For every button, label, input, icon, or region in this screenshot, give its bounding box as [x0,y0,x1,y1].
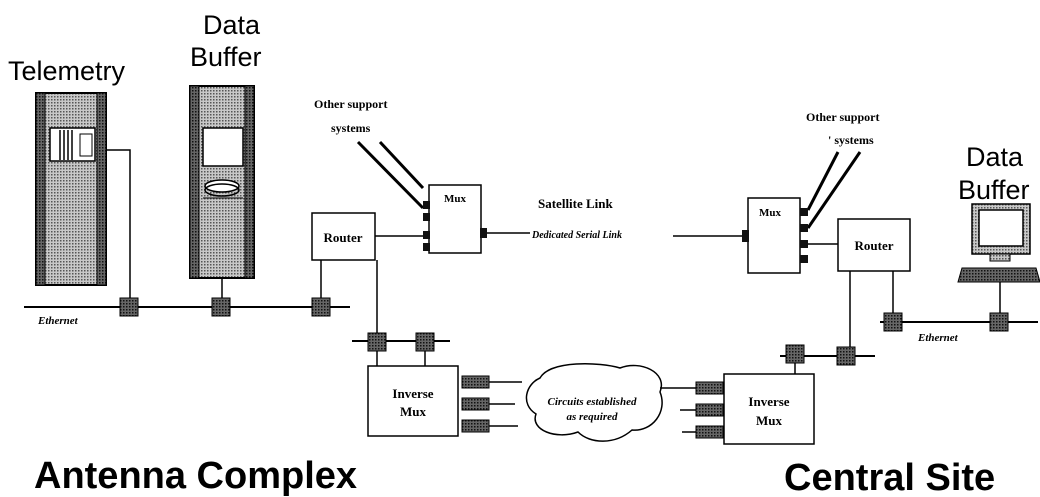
mux-left [428,184,482,254]
router-right [837,218,911,272]
inverse-mux-left-port-1 [461,375,490,389]
telemetry-rack [35,92,131,286]
transceiver-right-lower-1 [785,344,805,364]
workstation-data-buffer [957,203,1040,322]
data-buffer-rack [189,85,255,279]
inverse-mux-right-port-1 [695,381,724,395]
inverse-mux-right-port-2 [695,403,724,417]
circuit-cloud [525,362,663,442]
dedicated-serial-link-label: Dedicated Serial Link [531,230,622,241]
transceiver-right-lower-2 [836,346,856,366]
data-buffer-label-left-2: Buffer [190,42,262,72]
cloud-label-1: Circuits established [548,396,637,408]
transceiver-left-lower-1 [367,332,387,352]
inverse-mux-left-port-2 [461,397,490,411]
transceiver-left-lower-2 [415,332,435,352]
telemetry-label: Telemetry [8,56,126,86]
transceiver-data-buffer [211,297,231,317]
cloud-label-2: as required [566,411,618,423]
inverse-mux-left-2: Mux [400,404,427,419]
inverse-mux-left [367,365,459,437]
transceiver-workstation [989,312,1009,332]
mux-left-port-5 [480,228,487,238]
central-site-title: Central Site [784,457,995,497]
mux-left-port-2 [423,213,430,221]
transceiver-router-left [311,297,331,317]
ethernet-label-right: Ethernet [917,332,959,344]
mux-right-port-in [742,230,749,242]
mux-right-port-1 [800,208,808,216]
router-left-label: Router [324,230,363,245]
inverse-mux-right-1: Inverse [748,394,789,409]
inverse-mux-left-1: Inverse [392,386,433,401]
mux-right-label: Mux [759,207,782,219]
data-buffer-label-right-2: Buffer [958,175,1030,205]
ethernet-label-left: Ethernet [37,315,79,327]
transceiver-telemetry [119,297,139,317]
inverse-mux-right-port-3 [695,425,724,439]
mux-left-port-4 [423,243,430,251]
inverse-mux-left-port-3 [461,419,490,433]
transceiver-router-right [883,312,903,332]
data-buffer-label-left-1: Data [203,10,261,40]
mux-right-port-2 [800,224,808,232]
mux-right-port-4 [800,255,808,263]
inverse-mux-right-2: Mux [756,413,783,428]
mux-left-port-1 [423,201,430,209]
router-right-label: Router [855,238,894,253]
mux-left-port-3 [423,231,430,239]
mux-left-label: Mux [444,193,467,205]
data-buffer-label-right-1: Data [966,142,1024,172]
other-support-left-2: systems [331,121,371,135]
inverse-mux-right [723,373,815,445]
satellite-link-label: Satellite Link [538,196,614,211]
other-support-left-1: Other support [314,97,387,111]
other-support-right-2: ' systems [828,133,874,147]
antenna-complex-title: Antenna Complex [34,455,357,497]
mux-right [747,197,801,274]
mux-right-port-3 [800,240,808,248]
other-support-right-1: Other support [806,110,879,124]
